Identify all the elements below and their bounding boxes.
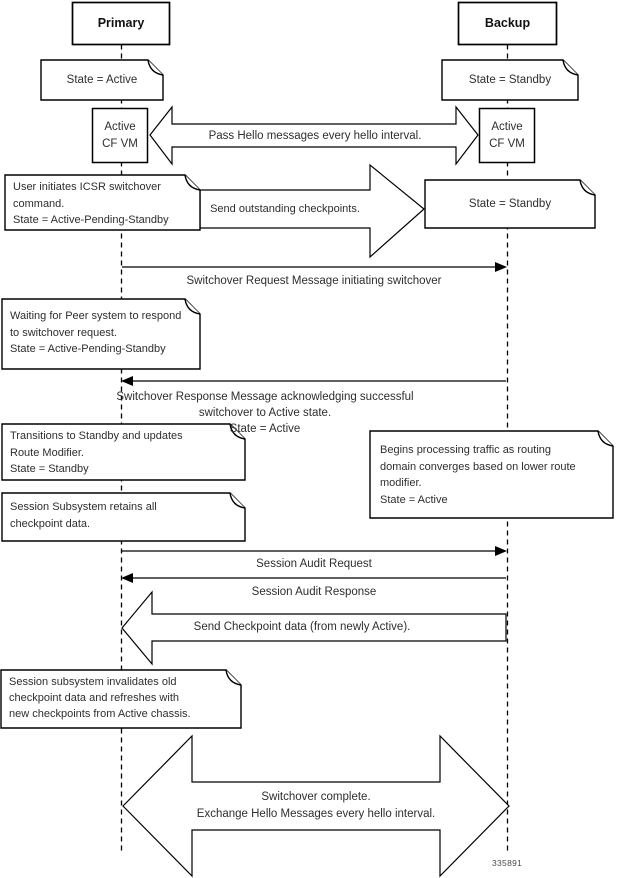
- note-session-retains: Session Subsystem retains all checkpoint…: [10, 501, 157, 530]
- note-state-standby-1: State = Standby: [468, 73, 552, 86]
- note-shape-user-initiates: [4, 174, 201, 231]
- note-shape-begins-processing: [369, 430, 614, 519]
- note-waiting-for-peer: Waiting for Peer system to respond to sw…: [10, 310, 182, 355]
- figure-number: 335891: [492, 858, 523, 868]
- primary-actor-box: [71, 1, 171, 46]
- note-shape-waiting-for-peer: [1, 298, 201, 370]
- note-fold-icon: [225, 669, 242, 686]
- message-label-session-audit-response: Session Audit Response: [251, 586, 377, 598]
- note-fold-icon: [562, 59, 579, 76]
- block-arrow-switchover-complete: [122, 734, 510, 878]
- primary-actor-label: Primary: [97, 16, 145, 31]
- arrowhead-left-icon: [121, 376, 133, 386]
- note-shape-state-standby-2: [424, 179, 596, 229]
- note-shape-state-standby-1: [441, 59, 579, 101]
- note-shape-session-invalidates: [0, 669, 242, 729]
- note-fold-icon: [184, 174, 201, 191]
- note-fold-icon: [184, 298, 201, 315]
- note-begins-processing: Begins processing traffic as routing dom…: [380, 444, 576, 506]
- cf-vm-box-right: [478, 107, 536, 164]
- block-arrow-send-outstanding-checkpoints: [199, 163, 425, 259]
- message-label-session-audit-request: Session Audit Request: [256, 558, 372, 570]
- message-label-switchover-complete: Switchover complete. Exchange Hello Mess…: [196, 791, 436, 820]
- note-state-active: State = Active: [66, 73, 138, 86]
- backup-actor-box: [457, 1, 558, 46]
- note-fold-icon: [579, 179, 596, 196]
- note-shape-transitions: [1, 423, 246, 481]
- note-fold-icon: [229, 423, 246, 440]
- arrowhead-right-icon: [495, 546, 507, 556]
- message-label-pass-hello: Pass Hello messages every hello interval…: [208, 129, 422, 142]
- block-arrow-send-checkpoint-data: [121, 590, 507, 666]
- arrowhead-left-icon: [121, 573, 133, 583]
- block-arrow-pass-hello: [149, 105, 479, 166]
- cf-vm-box-left: [91, 107, 149, 164]
- note-session-invalidates: Session subsystem invalidates old checkp…: [9, 676, 191, 720]
- backup-actor-label: Backup: [484, 16, 531, 31]
- note-fold-icon: [597, 430, 614, 447]
- message-label-switchover-response: Switchover Response Message acknowledgin…: [116, 391, 414, 435]
- cf-vm-left-label: Active CF VM: [102, 121, 138, 150]
- note-state-standby-2: State = Standby: [468, 197, 552, 210]
- note-user-initiates: User initiates ICSR switchover command. …: [13, 181, 169, 226]
- note-fold-icon: [147, 59, 164, 76]
- arrowhead-right-icon: [495, 262, 507, 272]
- message-label-switchover-request: Switchover Request Message initiating sw…: [186, 275, 442, 287]
- message-label-send-checkpoint-data: Send Checkpoint data (from newly Active)…: [193, 621, 411, 633]
- note-shape-session-retains: [1, 492, 246, 542]
- note-fold-icon: [229, 492, 246, 509]
- note-shape-state-active: [40, 59, 164, 101]
- cf-vm-right-label: Active CF VM: [489, 121, 525, 150]
- message-label-send-outstanding-checkpoints: Send outstanding checkpoints.: [210, 202, 360, 215]
- note-transitions-to-standby: Transitions to Standby and updates Route…: [10, 430, 183, 475]
